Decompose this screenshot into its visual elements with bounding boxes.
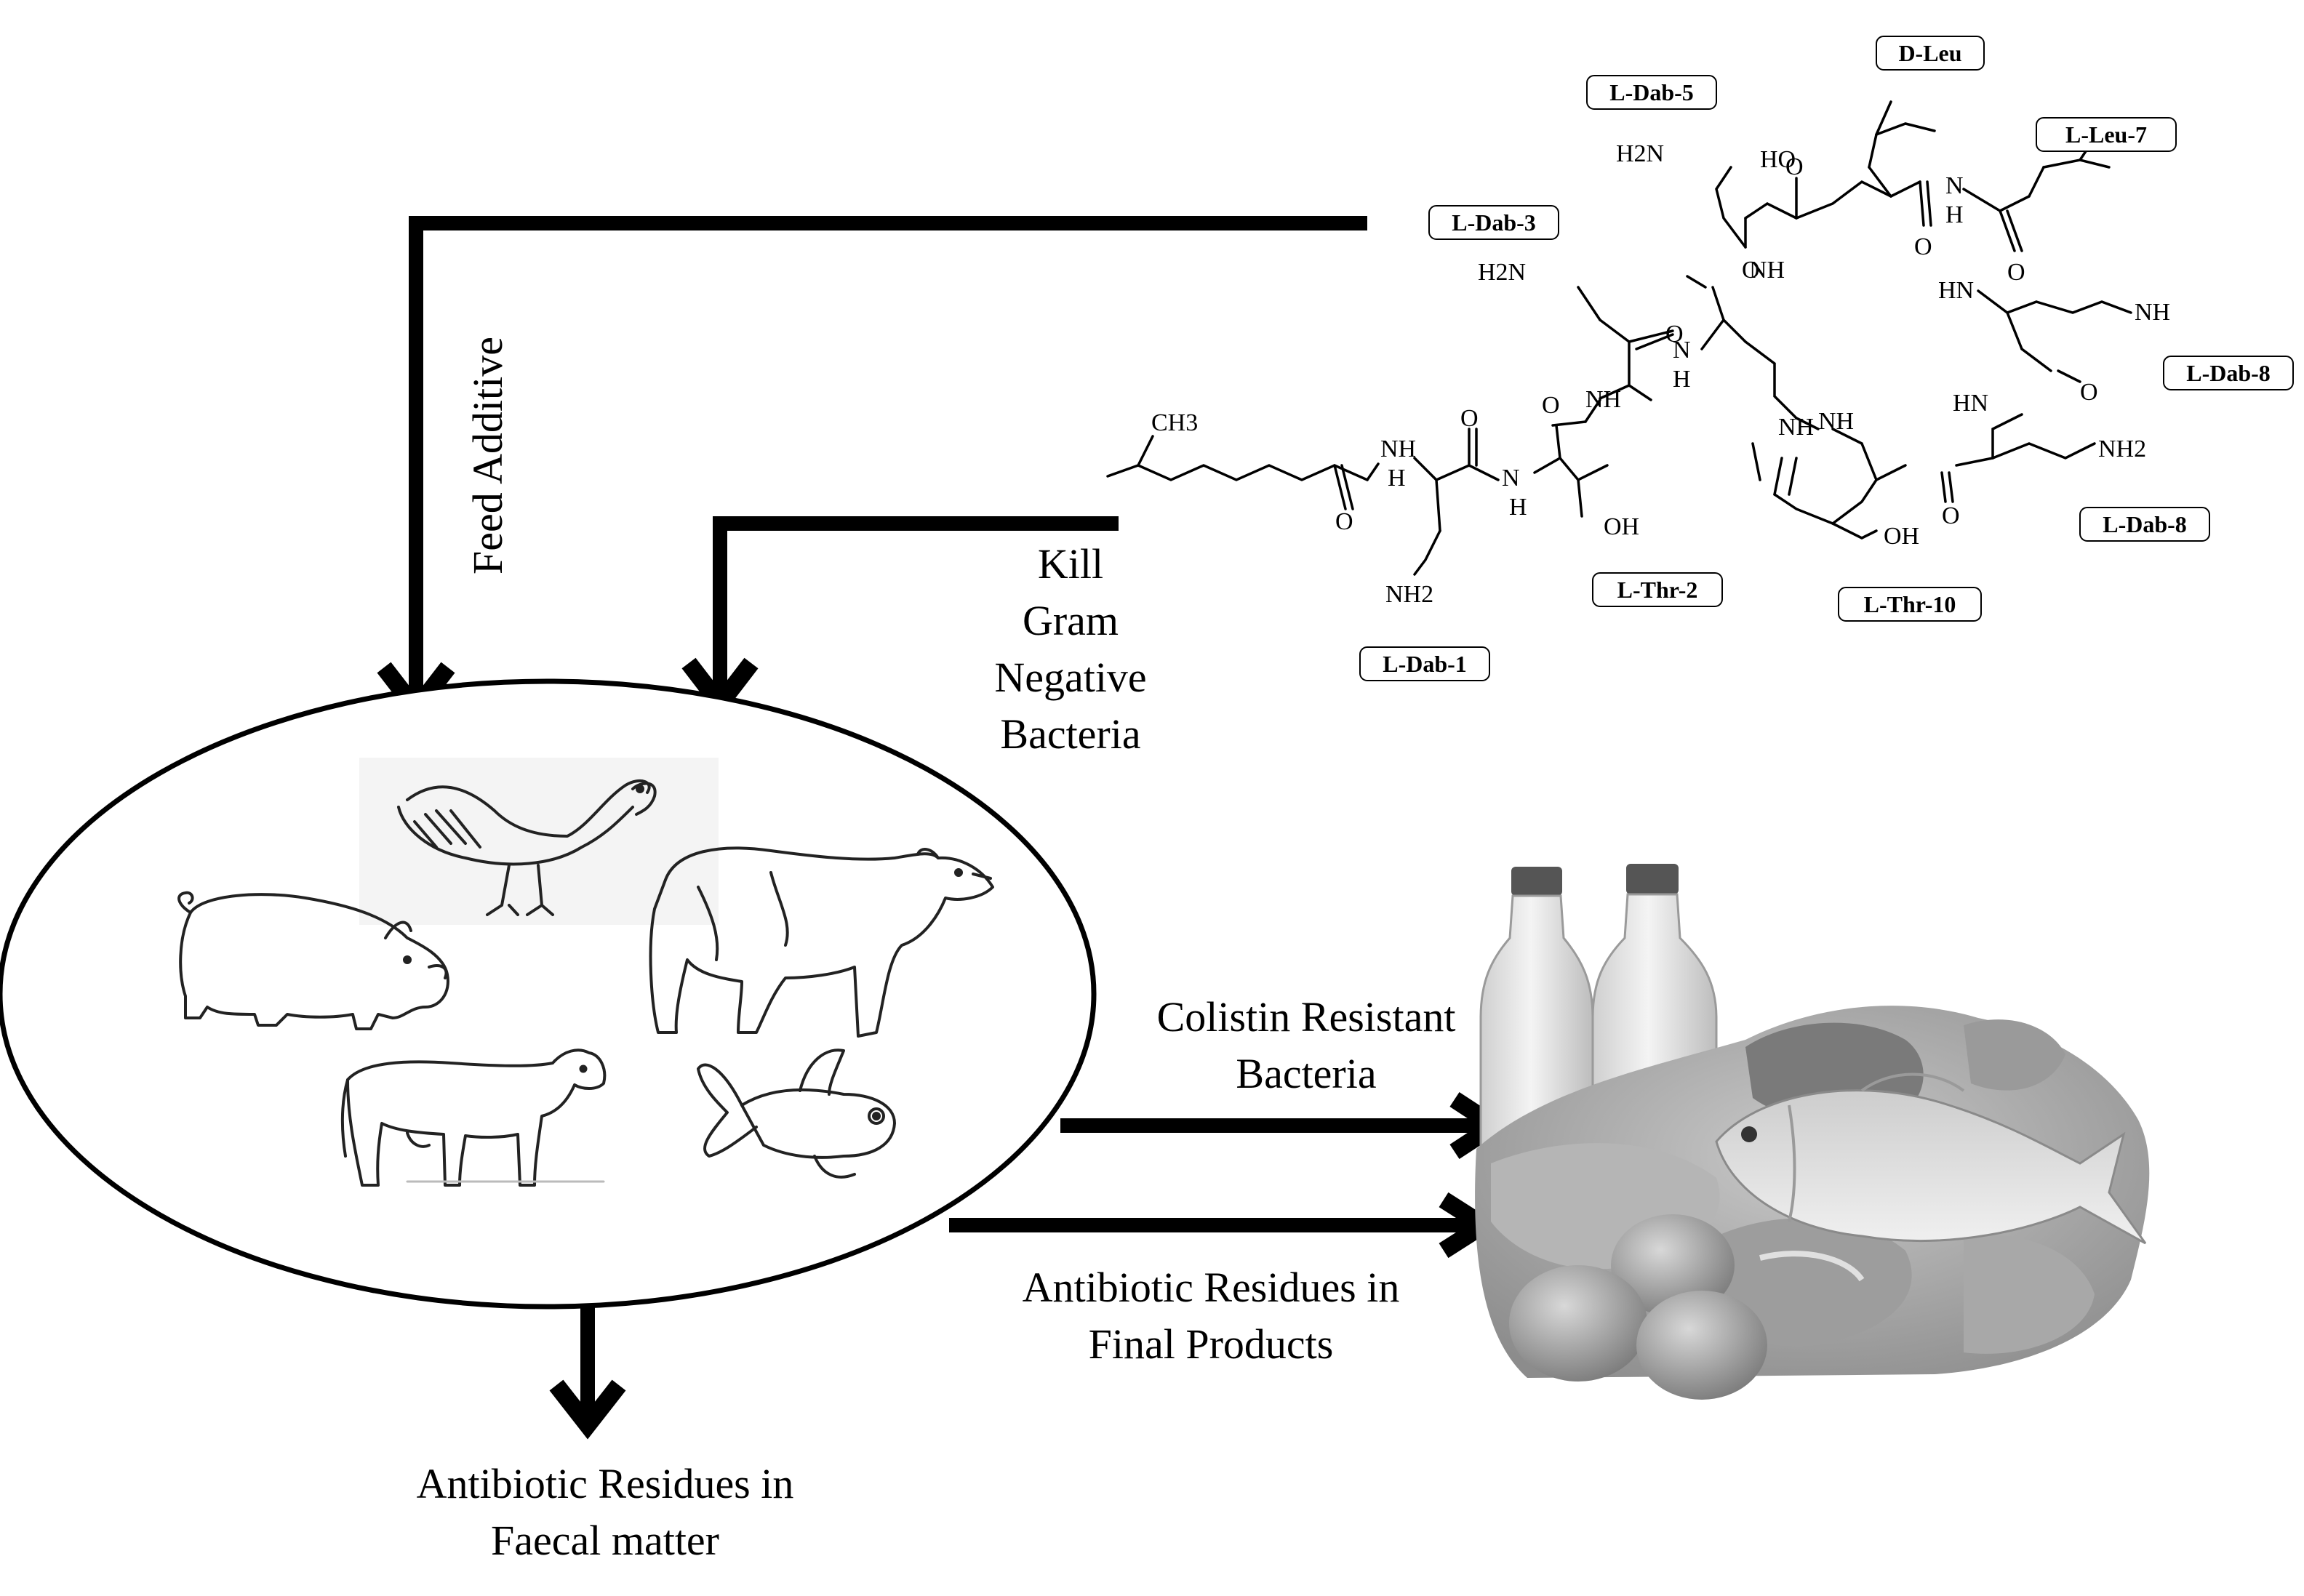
atom-oh-1: OH — [1604, 513, 1639, 540]
atom-h-1: H — [1388, 465, 1406, 492]
atom-o-5: O — [1742, 257, 1760, 284]
pig-illustration — [177, 891, 449, 1030]
residue-thr2: L-Thr-2 — [1592, 572, 1723, 607]
colistin-resistant-arrow — [1060, 1091, 1511, 1160]
residue-dab8-upper: L-Dab-8 — [2163, 356, 2294, 390]
atom-o-6: O — [1785, 153, 1804, 180]
atom-o-1: O — [1335, 508, 1353, 535]
kill-label-line2: Gram — [1023, 597, 1119, 644]
buffalo-illustration — [649, 846, 994, 1038]
residue-leu7: L-Leu-7 — [2036, 117, 2177, 152]
atom-nh-2: N — [1502, 465, 1520, 492]
flow-labels: Feed Additive Kill Gram Negative Bacteri… — [417, 337, 1456, 1564]
residue-dab5: L-Dab-5 — [1586, 75, 1717, 110]
residue-dab3: L-Dab-3 — [1428, 205, 1559, 240]
faecal-label-line1: Antibiotic Residues in — [417, 1460, 794, 1507]
atom-o-3: O — [1542, 392, 1560, 419]
atom-ho: HO — [1760, 146, 1796, 173]
colistin-structure-bonds — [1106, 100, 2132, 576]
atom-nh-7: N — [1945, 172, 1964, 199]
kill-label-line3: Negative — [994, 654, 1146, 701]
atom-nh-3: NH — [1585, 386, 1621, 413]
final-products-arrow — [949, 1192, 1500, 1259]
atom-hn-2: HN — [1953, 390, 1988, 417]
residue-thr10-label: L-Thr-10 — [1864, 591, 1956, 617]
residue-dab8-lower: L-Dab-8 — [2079, 507, 2210, 542]
atom-nh-8: NH — [2135, 299, 2170, 326]
residue-dab1: L-Dab-1 — [1359, 646, 1490, 681]
residue-dleu: D-Leu — [1876, 36, 1985, 71]
faecal-label-line2: Faecal matter — [491, 1517, 719, 1564]
atom-oh-3: OH — [1884, 523, 1919, 550]
kill-label-line1: Kill — [1038, 540, 1103, 588]
residue-leu7-label: L-Leu-7 — [2065, 121, 2147, 148]
atom-o-8: O — [2007, 259, 2025, 286]
final-products-label-line1: Antibiotic Residues in — [1023, 1264, 1400, 1311]
atom-nh-4: N — [1673, 337, 1691, 364]
kill-label-line4: Bacteria — [1000, 710, 1140, 758]
atom-h-2: H — [1509, 494, 1527, 521]
atom-h2n-1: H2N — [1478, 259, 1526, 286]
atom-h-4: H — [1673, 366, 1691, 393]
goldfish-illustration — [697, 1048, 896, 1179]
atom-h-7: H — [1945, 201, 1964, 228]
final-products-label-line2: Final Products — [1089, 1320, 1334, 1368]
colistin-label-line2: Bacteria — [1236, 1050, 1376, 1097]
cow-illustration — [340, 1048, 607, 1187]
atom-h2n-2: H2N — [1616, 140, 1664, 167]
residue-thr2-label: L-Thr-2 — [1617, 577, 1698, 603]
atom-o-10: O — [1942, 502, 1960, 529]
atom-nh-6: NH — [1818, 408, 1854, 435]
feed-additive-arrow — [377, 216, 1367, 723]
residue-dab8-lower-label: L-Dab-8 — [2103, 511, 2187, 537]
residue-dab1-label: L-Dab-1 — [1383, 651, 1467, 677]
residue-dab3-label: L-Dab-3 — [1452, 209, 1536, 236]
atom-o-9: O — [2080, 379, 2098, 406]
chicken-illustration — [359, 758, 719, 925]
atom-nh-ring: NH — [1778, 414, 1814, 441]
atom-nh2-2: NH2 — [2098, 436, 2146, 462]
residue-thr10: L-Thr-10 — [1838, 587, 1982, 622]
livestock-ellipse — [0, 678, 1097, 1310]
eggs — [1509, 1214, 1767, 1400]
fish-on-plate — [1715, 1072, 2147, 1245]
residue-dab8-upper-label: L-Dab-8 — [2186, 360, 2271, 386]
residue-dab5-label: L-Dab-5 — [1609, 79, 1694, 105]
atom-o-4: O — [1665, 321, 1684, 348]
atom-nh-1: NH — [1380, 436, 1416, 462]
atom-nh-5: NH — [1749, 257, 1785, 284]
atom-o-2: O — [1460, 405, 1479, 432]
colistin-label-line1: Colistin Resistant — [1157, 993, 1456, 1040]
atom-o-7: O — [1914, 233, 1932, 260]
atom-labels: CH3 NH H O NH2 O N H OH O NH H2N O N H O… — [1151, 140, 2170, 608]
residue-dleu-label: D-Leu — [1898, 40, 1961, 66]
faecal-arrow — [549, 1305, 626, 1440]
residue-labels: L-Dab-1 L-Thr-2 L-Dab-3 L-Dab-5 D-Leu L-… — [1359, 36, 2294, 681]
atom-ch3: CH3 — [1151, 409, 1198, 436]
atom-hn-1: HN — [1938, 277, 1974, 304]
food-products-image — [1475, 864, 2150, 1400]
atom-nh2-1: NH2 — [1385, 581, 1433, 608]
feed-additive-label: Feed Additive — [464, 337, 511, 574]
